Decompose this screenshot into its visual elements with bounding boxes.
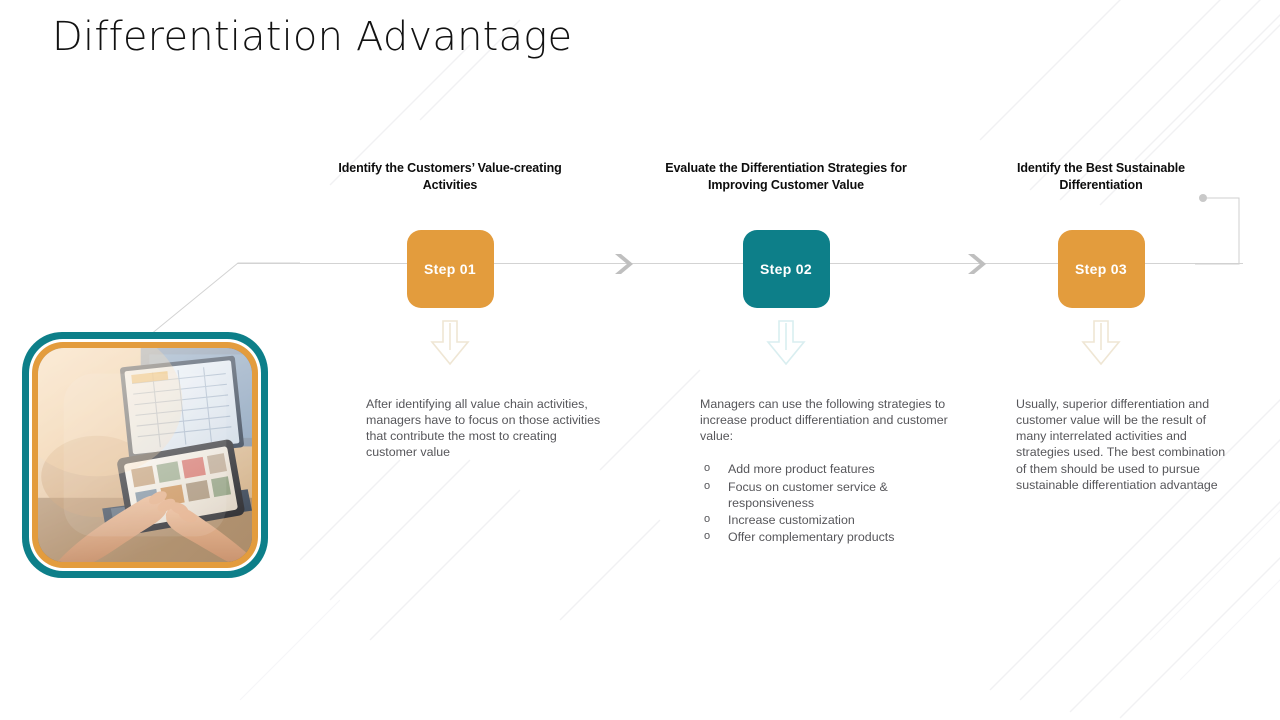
step-body-text-2: Managers can use the following strategie… xyxy=(700,397,948,444)
person-using-tablet-photo xyxy=(38,348,252,562)
step-chip-wrap-1: Step 01 xyxy=(325,230,575,308)
bullet-marker-icon: o xyxy=(704,479,711,492)
chevron-right-icon xyxy=(965,252,991,276)
list-item: o Add more product features xyxy=(700,461,955,477)
step-heading-3: Identify the Best Sustainable Differenti… xyxy=(1017,161,1185,193)
list-item: o Offer complementary products xyxy=(700,529,955,545)
down-arrow-icon xyxy=(661,320,911,366)
step-body-text-1: After identifying all value chain activi… xyxy=(366,397,601,460)
photo-orange-ring xyxy=(32,342,258,568)
step-body-1: After identifying all value chain activi… xyxy=(366,396,611,461)
connector-diagonal-line xyxy=(150,195,300,345)
step-bullet-list-2: o Add more product features o Focus on c… xyxy=(700,461,955,545)
step-chip-2[interactable]: Step 02 xyxy=(742,230,830,308)
page-title: Differentiation Advantage xyxy=(52,14,573,60)
down-arrow-icon xyxy=(325,320,575,366)
step-column-1: Identify the Customers’ Value-creating A… xyxy=(325,160,575,366)
step-body-text-3: Usually, superior differentiation and cu… xyxy=(1016,397,1226,492)
step-column-3: Identify the Best Sustainable Differenti… xyxy=(976,160,1226,366)
list-item-label: Offer complementary products xyxy=(728,529,895,544)
list-item: o Increase customization xyxy=(700,512,955,528)
bullet-marker-icon: o xyxy=(704,529,711,542)
step-chip-wrap-3: Step 03 xyxy=(976,230,1226,308)
down-arrow-icon xyxy=(976,320,1226,366)
step-column-2: Evaluate the Differentiation Strategies … xyxy=(661,160,911,366)
list-item: o Focus on customer service & responsive… xyxy=(700,479,955,511)
bullet-marker-icon: o xyxy=(704,512,711,525)
step-body-3: Usually, superior differentiation and cu… xyxy=(1016,396,1236,493)
photo-card xyxy=(22,332,268,578)
chevron-right-icon xyxy=(612,252,638,276)
step-body-2: Managers can use the following strategie… xyxy=(700,396,955,546)
list-item-label: Add more product features xyxy=(728,462,875,477)
step-chip-1[interactable]: Step 01 xyxy=(406,230,494,308)
bullet-marker-icon: o xyxy=(704,462,711,475)
connector-baseline xyxy=(237,263,1243,264)
step-heading-1: Identify the Customers’ Value-creating A… xyxy=(338,161,562,193)
step-chip-3[interactable]: Step 03 xyxy=(1057,230,1145,308)
list-item-label: Focus on customer service & responsivene… xyxy=(728,479,888,510)
step-heading-2: Evaluate the Differentiation Strategies … xyxy=(665,161,907,193)
photo-white-ring xyxy=(29,339,261,571)
step-chip-wrap-2: Step 02 xyxy=(661,230,911,308)
list-item-label: Increase customization xyxy=(728,512,855,527)
